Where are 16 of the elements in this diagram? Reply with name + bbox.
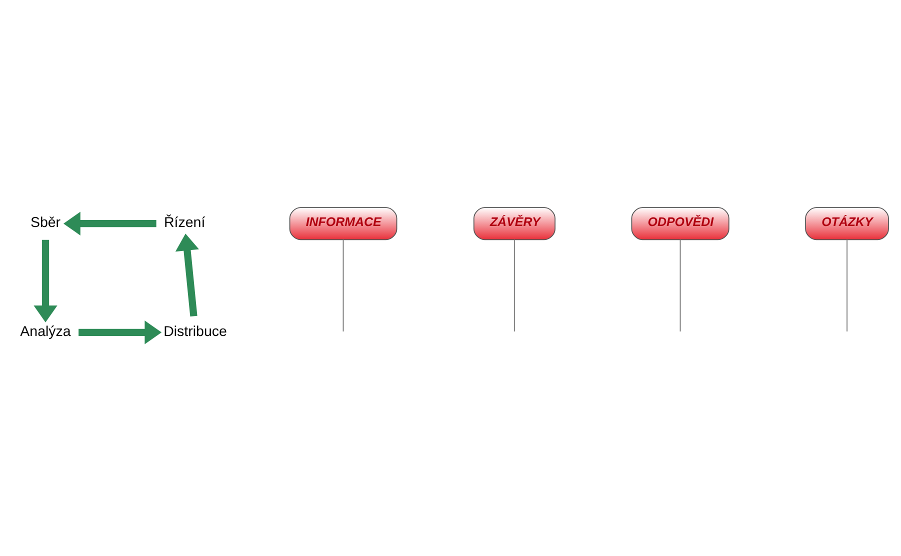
node-box: ZÁVĚRY (473, 207, 556, 240)
node-box: OTÁZKY (805, 207, 889, 240)
connector (514, 240, 515, 332)
node-text: Sběr (30, 215, 61, 231)
node-box: ODPOVĚDI (631, 207, 730, 240)
arrow (63, 212, 156, 236)
node-text: Analýza (20, 324, 71, 340)
connector (846, 240, 848, 332)
node-text: Řízení (164, 215, 206, 231)
arrow (34, 240, 58, 322)
arrow (175, 234, 199, 317)
node-text: Distribuce (164, 324, 227, 340)
connector (342, 240, 344, 332)
node-box: INFORMACE (289, 207, 398, 240)
connector (680, 240, 681, 332)
arrow (78, 320, 162, 344)
